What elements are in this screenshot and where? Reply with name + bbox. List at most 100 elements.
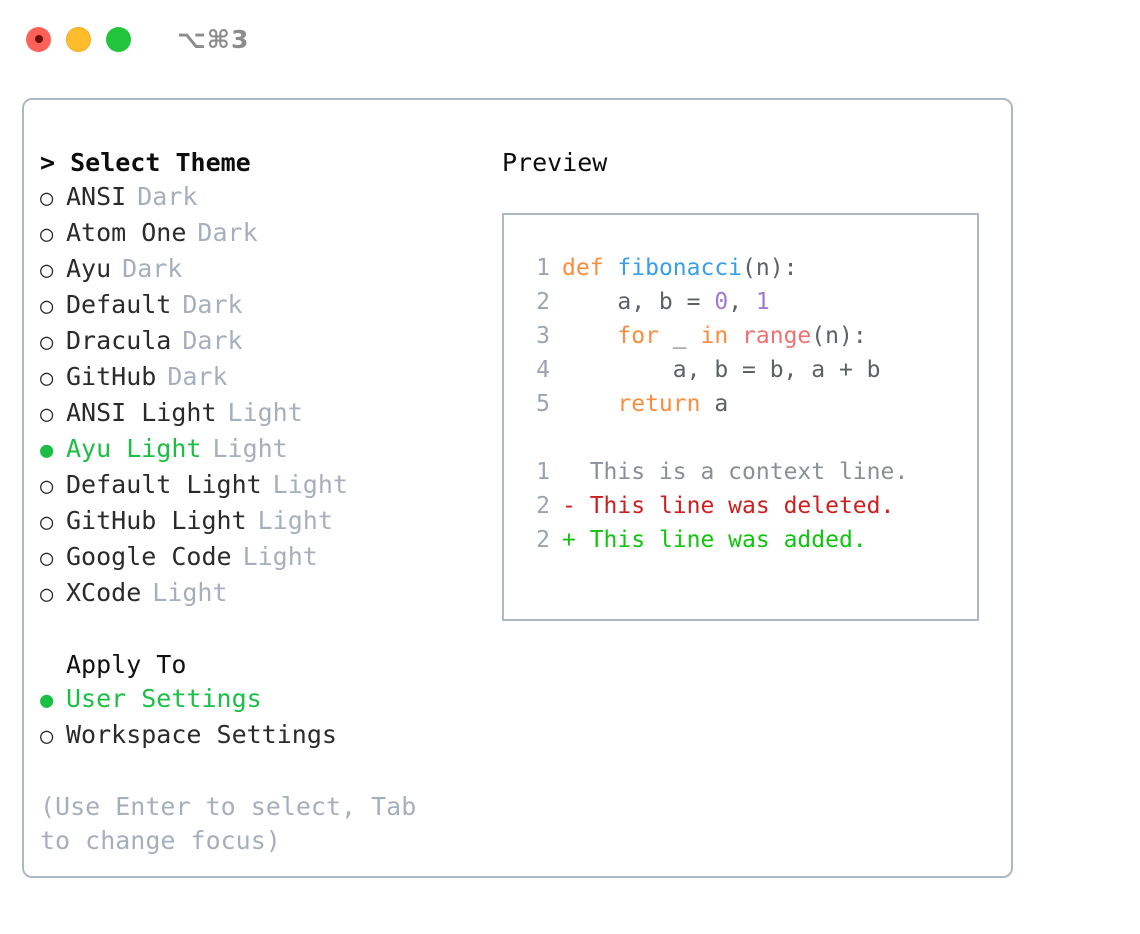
diff-line: 2+ This line was added. [520, 523, 977, 557]
diff-line-text: This line was added. [575, 527, 867, 553]
theme-option-label: Dracula [66, 326, 172, 355]
code-token: a, b = b, a + b [562, 357, 881, 383]
keyboard-hint-text: (Use Enter to select, Tab to change focu… [40, 792, 417, 855]
theme-option-kind: Dark [167, 362, 228, 391]
diff-line: 2- This line was deleted. [520, 489, 977, 523]
radio-unselected-icon: ○ [40, 186, 54, 211]
code-token: a [700, 391, 729, 417]
theme-option-kind: Light [257, 506, 333, 535]
code-line: 5 return a [520, 387, 977, 421]
radio-unselected-icon: ○ [40, 510, 54, 535]
code-token [562, 391, 617, 417]
apply-to-option-label: User Settings [66, 684, 262, 713]
radio-selected-icon: ● [40, 688, 54, 713]
radio-unselected-icon: ○ [40, 582, 54, 607]
radio-unselected-icon: ○ [40, 222, 54, 247]
code-token: , [728, 289, 756, 315]
diff-line-text: This line was deleted. [575, 493, 895, 519]
radio-unselected-icon: ○ [40, 294, 54, 319]
preview-spacer [520, 421, 977, 455]
code-line: 3 for _ in range(n): [520, 319, 977, 353]
preview-title: Preview [502, 148, 608, 177]
theme-option-label: Atom One [66, 218, 187, 247]
theme-option-label: GitHub [66, 362, 157, 391]
code-line-number: 5 [536, 391, 550, 417]
apply-to-header: Apply To [66, 650, 187, 679]
close-button[interactable] [26, 26, 51, 52]
theme-option-label: ANSI [66, 182, 127, 211]
code-token: 1 [755, 289, 770, 315]
theme-option-label: Ayu [66, 254, 112, 283]
code-token: a, b = [562, 289, 715, 315]
select-theme-header: > Select Theme [40, 148, 251, 177]
theme-option[interactable]: ○ Default Dark [40, 288, 486, 324]
theme-option[interactable]: ○ Atom One Dark [40, 216, 486, 252]
code-token [604, 255, 618, 281]
theme-option-kind: Dark [197, 218, 258, 247]
diff-sign [562, 455, 576, 489]
theme-option[interactable]: ○ ANSI Dark [40, 180, 486, 216]
code-token: return [617, 391, 701, 417]
apply-to-list: ● User Settings ○Workspace Settings [40, 682, 486, 754]
radio-unselected-icon: ○ [40, 546, 54, 571]
code-token: range [742, 323, 812, 349]
theme-option-kind: Dark [182, 290, 243, 319]
theme-option-kind: Dark [122, 254, 183, 283]
theme-option-kind: Light [242, 542, 318, 571]
theme-option-kind: Dark [137, 182, 198, 211]
code-line-number: 3 [536, 323, 550, 349]
code-token: _ [658, 323, 701, 349]
theme-option[interactable]: ○ Dracula Dark [40, 324, 486, 360]
code-line-text: a, b = 0, 1 [562, 285, 770, 319]
diff-line-number: 2 [536, 493, 550, 519]
diff-sign: + [562, 527, 576, 553]
apply-to-option[interactable]: ● User Settings [40, 682, 486, 718]
theme-option-kind: Dark [182, 326, 243, 355]
theme-option-kind: Light [227, 398, 303, 427]
radio-unselected-icon: ○ [40, 330, 54, 355]
code-token [728, 323, 742, 349]
title-bar: ⌥⌘3 [0, 0, 1140, 78]
theme-option-label: Default Light [66, 470, 262, 499]
theme-option[interactable]: ● Ayu Light Light [40, 432, 486, 468]
code-token: in [700, 323, 729, 349]
theme-option-kind: Light [212, 434, 288, 463]
theme-option-label: Ayu Light [66, 434, 202, 463]
theme-option-label: XCode [66, 578, 142, 607]
theme-option-label: Default [66, 290, 172, 319]
apply-to-option-label: Workspace Settings [66, 720, 337, 749]
radio-selected-icon: ● [40, 438, 54, 463]
theme-option-kind: Light [272, 470, 348, 499]
minimize-button[interactable] [66, 26, 91, 52]
code-line-text: return a [562, 387, 728, 421]
code-token: (n): [742, 255, 798, 281]
diff-line: 1 This is a context line. [520, 455, 977, 489]
apply-to-option[interactable]: ○Workspace Settings [40, 718, 486, 754]
zoom-button[interactable] [106, 26, 131, 52]
theme-option-label: ANSI Light [66, 398, 217, 427]
theme-option-kind: Light [152, 578, 228, 607]
code-token: fibonacci [617, 255, 743, 281]
theme-option[interactable]: ○ ANSI Light Light [40, 396, 486, 432]
theme-option[interactable]: ○ XCode Light [40, 576, 486, 612]
code-token [562, 323, 617, 349]
code-line-number: 2 [536, 289, 550, 315]
radio-unselected-icon: ○ [40, 402, 54, 427]
diff-line-text: This is a context line. [575, 459, 909, 485]
diff-sign: - [562, 493, 576, 519]
code-line-text: for _ in range(n): [562, 319, 866, 353]
code-line: 4 a, b = b, a + b [520, 353, 977, 387]
diff-line-number: 1 [536, 459, 550, 485]
